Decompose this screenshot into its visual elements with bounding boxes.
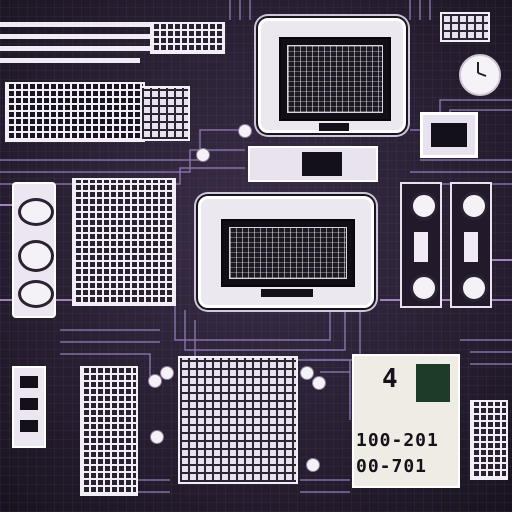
contact-dot xyxy=(196,148,210,162)
center-display-frame xyxy=(198,196,374,308)
center-scope-trace xyxy=(229,227,347,279)
key-matrix-module xyxy=(5,82,145,142)
memory-grid-left xyxy=(72,178,176,306)
bus-lines-top-left xyxy=(0,22,150,72)
small-chip-right xyxy=(420,112,478,158)
contact-dot xyxy=(312,376,326,390)
top-right-ic xyxy=(440,12,490,42)
right-knob-column-2 xyxy=(450,182,492,308)
contact-dot xyxy=(160,366,174,380)
contact-dot xyxy=(306,458,320,472)
key-strip xyxy=(140,86,190,141)
contact-dot xyxy=(238,124,252,138)
left-knob-module xyxy=(12,182,56,318)
top-scope-trace xyxy=(287,45,383,113)
middle-connector xyxy=(248,146,378,182)
top-display-screen xyxy=(279,37,391,121)
top-display-frame xyxy=(258,18,406,133)
contact-dot xyxy=(148,374,162,388)
header-connector xyxy=(150,22,225,54)
panel-digit: 4 xyxy=(382,364,399,394)
panel-chip xyxy=(416,364,450,402)
contact-dot xyxy=(150,430,164,444)
bottom-center-grid xyxy=(178,356,298,484)
right-knob-column-1 xyxy=(400,182,442,308)
panel-code-line-2: 00-701 xyxy=(356,456,428,477)
center-display-screen xyxy=(221,219,355,287)
contact-dot xyxy=(300,366,314,380)
bottom-right-edge-grid xyxy=(470,400,508,480)
bottom-left-module xyxy=(12,366,46,448)
panel-code-line-1: 100-201 xyxy=(356,430,439,451)
bottom-left-grid xyxy=(80,366,138,496)
clock-dial xyxy=(459,54,501,96)
code-label-panel: 4 100-201 00-701 xyxy=(352,354,460,488)
